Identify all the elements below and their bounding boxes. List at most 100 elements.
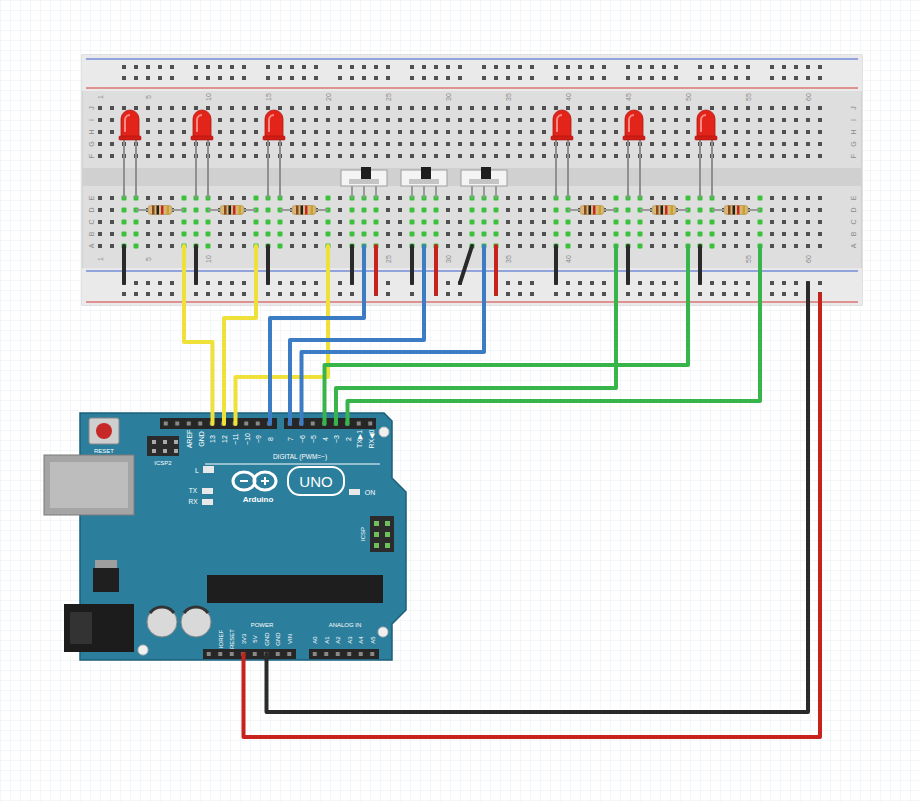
arduino-board <box>349 489 360 495</box>
connected-holes <box>118 192 766 252</box>
led-wire <box>348 246 761 424</box>
arduino-board <box>254 472 276 490</box>
arduino-board <box>385 532 390 537</box>
arduino-board <box>309 649 379 659</box>
connected-holes <box>550 192 574 252</box>
column-number: 60 <box>805 93 812 101</box>
column-number: 50 <box>685 93 692 101</box>
breadboard <box>86 302 858 303</box>
row-letter: C <box>88 219 95 224</box>
pin-label: A3 <box>347 636 353 643</box>
arduino-board <box>374 543 379 548</box>
pin-label: RESET <box>229 629 235 649</box>
led-symbol <box>551 110 573 198</box>
breadboard <box>94 192 826 252</box>
led-label: L <box>195 467 199 474</box>
column-number: 20 <box>325 93 332 101</box>
led-symbol <box>191 110 213 198</box>
arduino-board <box>202 488 213 494</box>
connected-holes <box>682 192 718 252</box>
breadboard <box>86 271 858 272</box>
pin-label: A5 <box>370 636 376 643</box>
row-letter: H <box>88 129 95 134</box>
led-wire <box>325 246 689 424</box>
breadboard <box>86 88 858 89</box>
arduino-board <box>378 627 388 637</box>
ground-wire <box>410 246 414 283</box>
arduino-board <box>150 607 174 613</box>
arduino-board <box>70 612 92 644</box>
connected-holes <box>322 192 334 252</box>
ground-wire <box>266 246 270 283</box>
column-number: 1 <box>97 257 104 261</box>
arduino-board <box>152 449 156 453</box>
connected-holes <box>118 192 142 252</box>
row-letter: F <box>850 154 857 158</box>
slide-switch <box>341 167 387 198</box>
arduino-board <box>184 607 208 613</box>
pin-label: AREF <box>186 430 193 449</box>
arduino-board <box>181 607 211 637</box>
arduino-board <box>385 543 390 548</box>
connected-holes <box>466 192 502 252</box>
breadboard <box>118 62 826 84</box>
breadboard <box>82 55 862 305</box>
power-wire <box>494 246 498 294</box>
arduino-board <box>309 649 379 659</box>
pin-label: 2 <box>344 437 351 441</box>
arduino-board <box>203 649 296 659</box>
arduino-board <box>233 472 255 490</box>
pin-label: ~3 <box>333 435 340 443</box>
column-number: 5 <box>145 95 152 99</box>
arduino-board <box>138 645 148 655</box>
board-label: ICSP <box>360 527 366 541</box>
row-letter: F <box>88 154 95 158</box>
power-wire <box>244 246 821 737</box>
ground-wire <box>267 283 809 712</box>
arduino-board <box>374 521 379 526</box>
led-wire <box>336 246 616 424</box>
pin-label: ~11 <box>232 433 239 444</box>
resistor-symbol <box>208 206 256 215</box>
arduino-board <box>207 575 383 603</box>
pin-label: ~9 <box>255 435 262 443</box>
column-number: 10 <box>205 255 212 263</box>
switch-wire <box>270 246 484 424</box>
breadboard <box>82 268 862 305</box>
connected-holes <box>346 192 382 252</box>
row-letter: H <box>850 129 857 134</box>
arduino-board <box>370 516 394 552</box>
led-symbol <box>695 110 717 198</box>
row-letter: I <box>88 119 95 121</box>
row-letter: G <box>850 141 857 146</box>
model-name: UNO <box>299 474 332 489</box>
ground-wire <box>350 246 354 283</box>
arduino-board <box>284 418 376 429</box>
arduino-board <box>202 499 213 505</box>
column-number: 5 <box>145 257 152 261</box>
arduino-board <box>203 466 214 473</box>
led-wire <box>184 246 328 424</box>
arduino-board <box>147 436 179 456</box>
column-number: 1 <box>97 95 104 99</box>
led-symbol <box>263 110 285 198</box>
arduino-board <box>93 568 119 592</box>
pin-label: 8 <box>266 437 273 441</box>
row-letter: B <box>88 232 95 237</box>
arduino-board <box>264 477 266 485</box>
column-number: 40 <box>565 255 572 263</box>
led-wire <box>224 246 256 424</box>
arduino-board <box>288 467 344 495</box>
arduino-board <box>240 480 248 482</box>
arduino-board <box>379 427 389 437</box>
column-number: 45 <box>625 93 632 101</box>
led-wire <box>184 246 213 424</box>
switch-wire <box>302 246 485 424</box>
arduino-board <box>284 418 376 429</box>
arduino-board <box>44 455 134 515</box>
slide-switch <box>401 167 447 198</box>
pin-label: VIN <box>287 634 293 644</box>
